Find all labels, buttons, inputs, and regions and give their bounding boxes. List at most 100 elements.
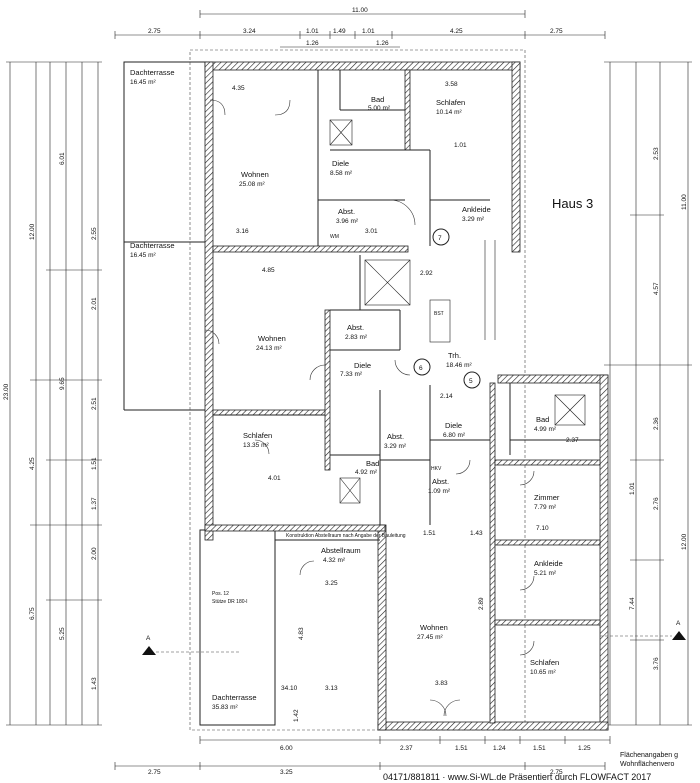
note-flaechenangaben: Flächenangaben g [620, 752, 678, 759]
pos12-label: Pos. 12 [212, 591, 229, 597]
dim-bottom2-2: 3.25 [280, 769, 293, 776]
svg-text:8.58 m²: 8.58 m² [330, 170, 353, 177]
svg-text:Abst.: Abst. [387, 432, 404, 441]
room-label-schlafen-1: Schlafen 10.14 m² [436, 98, 465, 116]
svg-text:6.80 m²: 6.80 m² [443, 432, 466, 439]
dim-right-1: 2.53 [653, 147, 660, 160]
svg-text:10.14 m²: 10.14 m² [436, 109, 462, 116]
wm-label: WM [330, 234, 339, 240]
inner-dimensions: 4.35 3.16 3.01 4.85 3.58 2.92 4.01 3.25 … [232, 81, 579, 722]
room-label-diele-3: Diele 6.80 m² [443, 421, 466, 439]
room-label-diele-1: Diele 8.58 m² [330, 159, 353, 177]
svg-text:7.33 m²: 7.33 m² [340, 371, 363, 378]
dim-top-2: 3.24 [243, 28, 256, 35]
marker-circle-7: 7 [432, 228, 450, 246]
right-dimension-chain: 11.00 12.00 2.53 4.57 2.36 1.01 2.76 7.4… [604, 61, 692, 726]
room-label-ankleide-1: Ankleide 3.29 m² [462, 205, 491, 223]
dim-bottom2-1: 2.75 [148, 769, 161, 776]
svg-text:A: A [146, 635, 151, 642]
outer-walls [204, 61, 609, 731]
door-swings [204, 99, 535, 717]
room-label-wohnen-1: Wohnen 25.08 m² [239, 170, 269, 188]
dim-right-total-upper: 11.00 [681, 194, 688, 210]
svg-text:7.10: 7.10 [536, 525, 549, 532]
room-label-abst-4: Abst. 1.09 m² [428, 477, 451, 495]
svg-text:2.14: 2.14 [440, 393, 453, 400]
room-label-schlafen-2: Schlafen 13.35 m² [243, 431, 272, 449]
svg-text:4.35: 4.35 [232, 85, 245, 92]
svg-text:3.29 m²: 3.29 m² [384, 443, 407, 450]
dim-top-total: 11.00 [352, 7, 368, 14]
interior-partitions [213, 70, 600, 725]
svg-text:6: 6 [419, 365, 423, 372]
svg-text:A: A [676, 620, 681, 627]
room-label-wohnen-3: Wohnen 27.45 m² [417, 623, 448, 641]
dim-top-1: 2.75 [148, 28, 161, 35]
dim-left-inner-1: 6.01 [59, 152, 66, 165]
dim-bottom-2: 2.37 [400, 745, 413, 752]
dim-left-inner-7: 1.37 [91, 497, 98, 510]
svg-text:Ankleide: Ankleide [462, 205, 491, 214]
dim-left-inner-10: 1.43 [91, 677, 98, 690]
svg-text:3.96 m²: 3.96 m² [336, 218, 359, 225]
svg-text:Zimmer: Zimmer [534, 493, 560, 502]
konstruktion-note: Konstruktion Abstellraum nach Angabe der… [286, 533, 406, 539]
svg-text:16.45 m²: 16.45 m² [130, 252, 156, 259]
section-marker-left: A [142, 635, 240, 655]
svg-text:Bad: Bad [536, 415, 549, 424]
svg-text:1.42: 1.42 [293, 709, 300, 722]
svg-text:4.99 m²: 4.99 m² [534, 426, 557, 433]
svg-text:18.46 m²: 18.46 m² [446, 362, 472, 369]
svg-text:16.45 m²: 16.45 m² [130, 79, 156, 86]
svg-text:2.89: 2.89 [478, 597, 485, 610]
svg-text:Abst.: Abst. [432, 477, 449, 486]
svg-text:3.01: 3.01 [365, 228, 378, 235]
room-label-dachterrasse-3: Dachterrasse 35.83 m² [212, 693, 257, 711]
svg-text:13.35 m²: 13.35 m² [243, 442, 269, 449]
marker-circle-6: 6 [413, 358, 431, 376]
dim-top2-2: 1.26 [376, 40, 389, 47]
svg-text:Wohnen: Wohnen [241, 170, 269, 179]
room-label-abst-3: Abst. 3.29 m² [384, 432, 407, 450]
dim-left-inner-3: 2.01 [91, 297, 98, 310]
dim-left-outer-2: 4.25 [29, 457, 36, 470]
svg-text:Dachterrasse: Dachterrasse [130, 241, 175, 250]
bst-label: BST [434, 311, 444, 317]
room-label-bad-1: Bad 5.00 m² [368, 95, 391, 112]
svg-text:4.85: 4.85 [262, 267, 275, 274]
svg-text:1.51: 1.51 [423, 530, 436, 537]
dim-top2-1: 1.26 [306, 40, 319, 47]
svg-text:3.58: 3.58 [445, 81, 458, 88]
svg-text:Bad: Bad [371, 95, 384, 104]
dim-bottom-4: 1.24 [493, 745, 506, 752]
room-label-trh: Trh. 18.46 m² [446, 351, 472, 369]
stair-and-shafts [329, 119, 586, 504]
svg-text:34.10: 34.10 [281, 685, 298, 692]
stuetze-label: Stütze DR 180-I [212, 599, 248, 605]
svg-text:25.08 m²: 25.08 m² [239, 181, 265, 188]
svg-text:Dachterrasse: Dachterrasse [130, 68, 175, 77]
dim-top-7: 2.75 [550, 28, 563, 35]
terraces [123, 49, 526, 731]
svg-text:3.25: 3.25 [325, 580, 338, 587]
dim-left-inner-9: 5.25 [59, 627, 66, 640]
svg-text:Diele: Diele [332, 159, 349, 168]
svg-text:1.43: 1.43 [470, 530, 483, 537]
dim-bottom-3: 1.51 [455, 745, 468, 752]
svg-text:35.83 m²: 35.83 m² [212, 704, 238, 711]
dim-right-6: 7.44 [629, 597, 636, 610]
room-label-abst-2: Abst. 2.83 m² [345, 323, 368, 341]
marker-circle-5: 5 [463, 371, 481, 389]
dim-top-3: 1.01 [306, 28, 319, 35]
dim-bottom-6: 1.25 [578, 745, 591, 752]
dim-top-6: 4.25 [450, 28, 463, 35]
svg-text:7.79 m²: 7.79 m² [534, 504, 557, 511]
svg-text:5.21 m²: 5.21 m² [534, 570, 557, 577]
svg-text:3.13: 3.13 [325, 685, 338, 692]
dim-left-inner-6: 1.51 [91, 457, 98, 470]
dim-right-4: 1.01 [629, 482, 636, 495]
svg-text:Abst.: Abst. [347, 323, 364, 332]
svg-text:3.29 m²: 3.29 m² [462, 216, 485, 223]
svg-text:3.16: 3.16 [236, 228, 249, 235]
